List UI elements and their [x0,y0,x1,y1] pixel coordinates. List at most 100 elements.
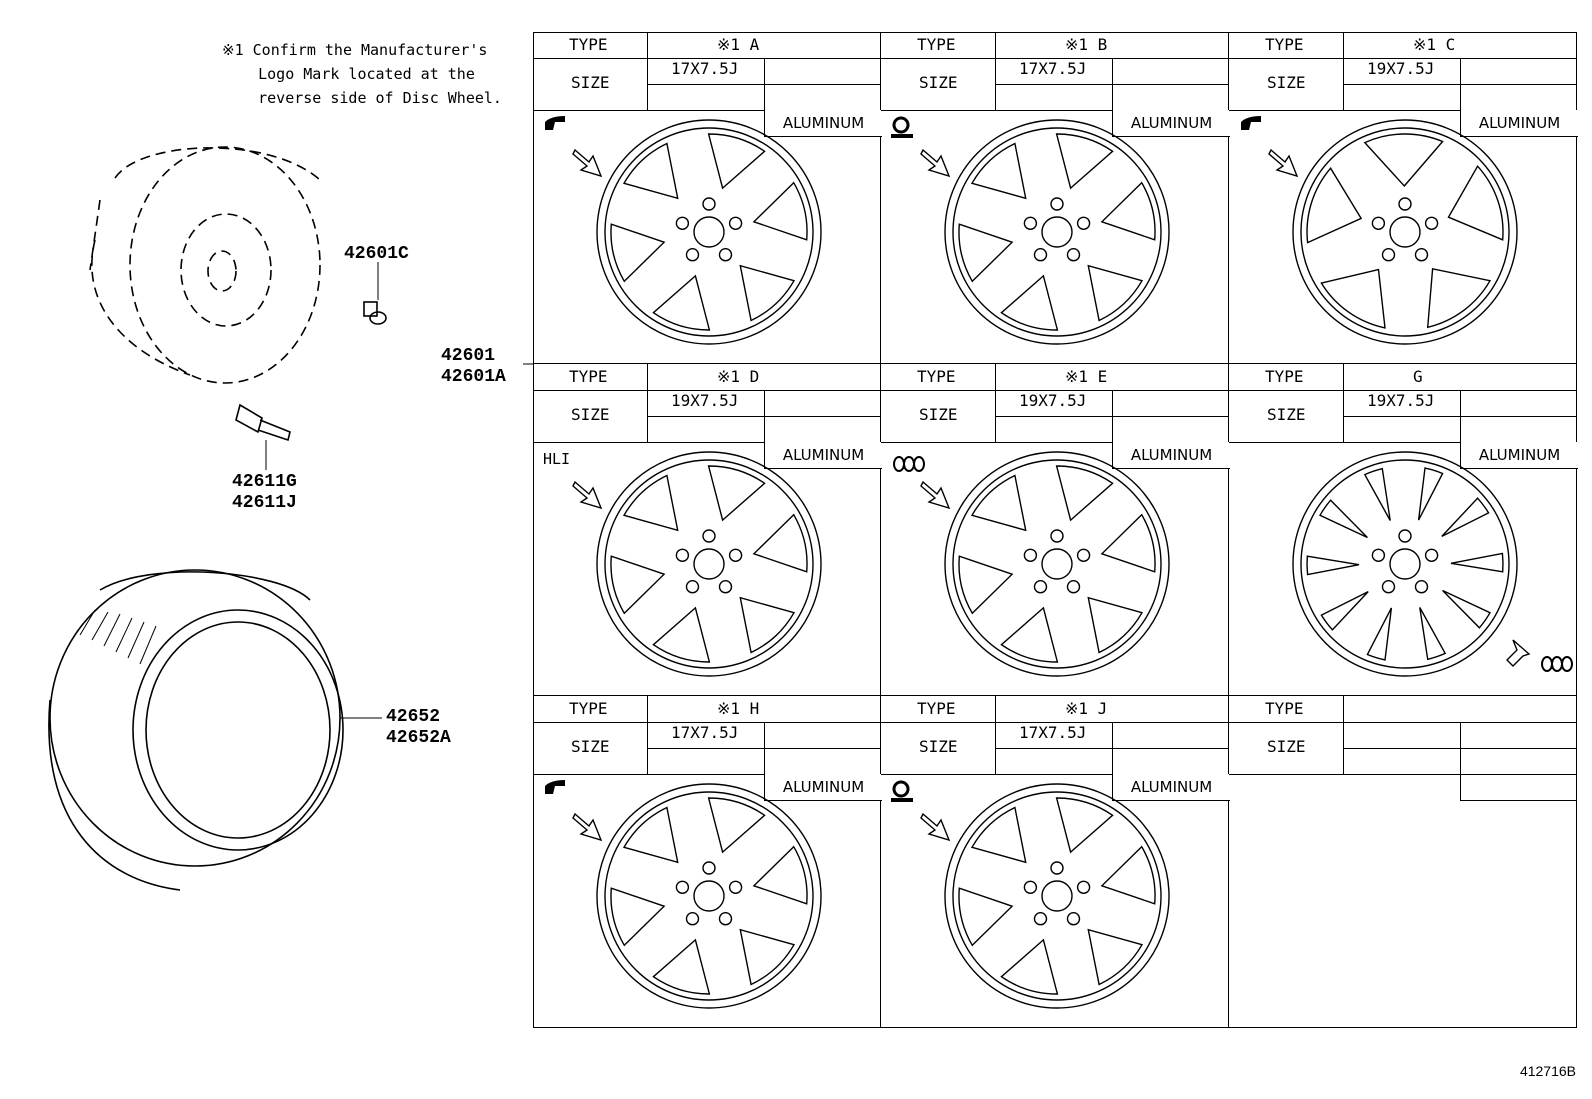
type-row-divider [1229,390,1577,391]
part-number-42601[interactable]: 42601 [441,346,496,366]
type-row-divider [533,390,881,391]
material-label: ALUMINUM [1460,110,1578,137]
size-column-divider [1112,390,1113,442]
label-column-divider [647,696,648,774]
drawing-code: 412716B [1519,1063,1576,1079]
empty-material-divider [1460,774,1461,800]
wheel-size-value: 17X7.5J [1019,59,1087,78]
wheel-size-value: 19X7.5J [671,391,739,410]
label-column-divider [1343,696,1344,774]
wheel-drawing [893,451,1170,677]
wheel-type-value: ※1 J [1065,699,1108,718]
material-label: ALUMINUM [1112,774,1230,801]
wheel-cell[interactable]: TYPE SIZE ※1 D 19X7.5J ALUMINUM HLI [533,364,882,696]
size-label: SIZE [571,737,610,756]
size-row-divider [881,110,1229,111]
hli-logo-mark: HLI [543,450,571,468]
empty-material-bottom [1460,800,1577,801]
size-label: SIZE [919,405,958,424]
part-number-42652A[interactable]: 42652A [386,728,451,748]
size-label: SIZE [571,405,610,424]
size-row-divider [881,442,1229,443]
type-label: TYPE [1265,35,1304,54]
wheel-drawing [1292,451,1573,677]
material-label: ALUMINUM [1112,442,1230,469]
part-number-42611J[interactable]: 42611J [232,493,297,513]
size-column-divider [1460,58,1461,110]
size-row-divider [533,110,881,111]
wheel-drawing [891,116,1170,345]
size-row-divider [1229,774,1577,775]
label-column-divider [1343,32,1344,110]
note-line-2: Logo Mark located at the [222,65,475,83]
label-column-divider [647,32,648,110]
wheel-type-value: G [1413,367,1423,386]
wheel-cell[interactable]: TYPE SIZE ※1 B 17X7.5J ALUMINUM [881,32,1230,364]
size-column-divider [764,722,765,774]
size-column-divider [1460,390,1461,442]
label-column-divider [995,364,996,442]
wheel-size-value: 19X7.5J [1019,391,1087,410]
type-row-divider [533,722,881,723]
size-row-divider [881,774,1229,775]
wheel-size-value: 19X7.5J [1367,59,1435,78]
material-label: ALUMINUM [764,774,882,801]
size-row-divider [533,442,881,443]
size-row-divider [533,774,881,775]
wheel-cell[interactable]: TYPE SIZE ※1 H 17X7.5J ALUMINUM [533,696,882,1028]
type-row-divider [1229,58,1577,59]
type-label: TYPE [1265,367,1304,386]
type-label: TYPE [569,699,608,718]
type-row-divider [881,390,1229,391]
part-number-42611G[interactable]: 42611G [232,472,297,492]
wheel-type-value: ※1 B [1065,35,1108,54]
wheel-type-value: ※1 E [1065,367,1108,386]
label-column-divider [1343,364,1344,442]
size-label: SIZE [919,73,958,92]
type-label: TYPE [1265,699,1304,718]
material-label: ALUMINUM [764,442,882,469]
size-column-divider [1112,722,1113,774]
wheel-type-table: TYPE SIZE ※1 A 17X7.5J ALUMINUM TYPE SIZE ※1 B 1… [533,32,1578,1028]
wheel-type-value: ※1 D [717,367,760,386]
material-label: ALUMINUM [764,110,882,137]
type-label: TYPE [569,367,608,386]
wheel-size-value: 17X7.5J [671,723,739,742]
size-label: SIZE [919,737,958,756]
wheel-drawing [1241,116,1518,345]
part-number-42601A[interactable]: 42601A [441,367,506,387]
size-label: SIZE [1267,737,1306,756]
size-label: SIZE [1267,405,1306,424]
type-label: TYPE [917,699,956,718]
size-column-divider [1460,722,1461,774]
wheel-cell[interactable]: TYPE SIZE [1229,696,1577,1028]
material-label: ALUMINUM [1460,442,1578,469]
wheel-type-value: ※1 H [717,699,760,718]
part-number-42601C[interactable]: 42601C [344,244,409,264]
note-line-3: reverse side of Disc Wheel. [222,89,502,107]
wheel-size-value: 17X7.5J [671,59,739,78]
size-label: SIZE [1267,73,1306,92]
manufacturer-logo-note: ※1 Confirm the Manufacturer's Logo Mark … [222,38,502,110]
type-label: TYPE [917,35,956,54]
material-label: ALUMINUM [1112,110,1230,137]
type-row-divider [533,58,881,59]
type-row-divider [881,722,1229,723]
label-column-divider [995,32,996,110]
size-row-divider [1229,442,1577,443]
table-border [533,32,1577,1028]
size-row-divider [1229,110,1577,111]
wheel-type-value: ※1 A [717,35,760,54]
type-row-divider [881,58,1229,59]
wheel-drawing [891,780,1170,1009]
size-label: SIZE [571,73,610,92]
part-number-42652[interactable]: 42652 [386,707,441,727]
wheel-drawing [545,116,822,345]
size-column-divider [1112,58,1113,110]
